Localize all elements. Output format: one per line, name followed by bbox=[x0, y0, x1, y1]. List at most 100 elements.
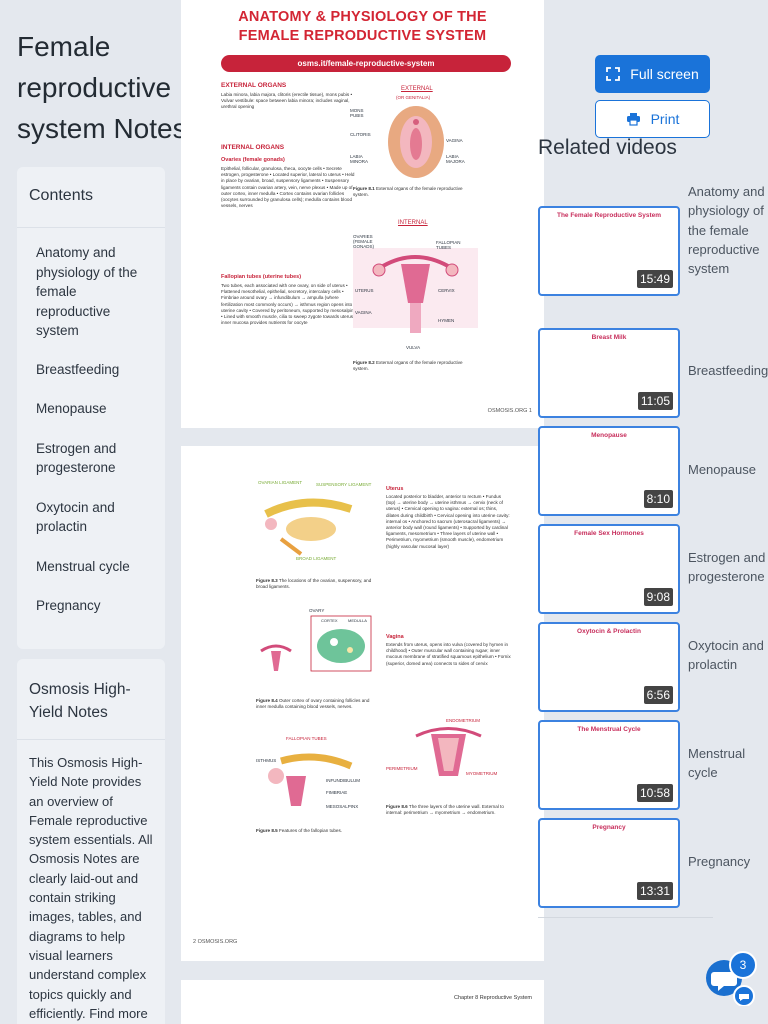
tubes-heading: Fallopian tubes (uterine tubes) bbox=[221, 274, 302, 280]
video-thumbnail[interactable]: Breast Milk 11:05 bbox=[538, 328, 680, 418]
ovaries-text: Epithelial, follicular, granulosa, theca… bbox=[221, 166, 355, 209]
related-video-item[interactable]: Pregnancy 13:31 Pregnancy bbox=[538, 818, 768, 908]
contents-item-oxytocin[interactable]: Oxytocin and prolactin bbox=[36, 499, 115, 535]
video-title[interactable]: Breastfeeding bbox=[688, 363, 768, 378]
figure-label: BROAD LIGAMENT bbox=[296, 556, 337, 561]
contents-panel: Contents Anatomy and physiology of the f… bbox=[17, 167, 165, 649]
related-video-item[interactable]: Female Sex Hormones 9:08 Estrogen and pr… bbox=[538, 524, 768, 614]
figure-caption: Figure 8.6 The three layers of the uteri… bbox=[386, 804, 506, 816]
figure-label: ENDOMETRIUM bbox=[446, 718, 480, 723]
high-yield-panel: Osmosis High-Yield Notes This Osmosis Hi… bbox=[17, 659, 165, 1024]
figure-label: MYOMETRIUM bbox=[466, 771, 498, 776]
divider bbox=[538, 917, 713, 918]
related-videos-heading: Related videos bbox=[538, 136, 677, 159]
chapter-label: Chapter 8 Reproductive System bbox=[454, 995, 532, 1001]
video-thumbnail[interactable]: The Menstrual Cycle 10:58 bbox=[538, 720, 680, 810]
figure-fallopian-tubes: FALLOPIAN TUBES ISTHMUS INFUNDIBULUM FIM… bbox=[256, 736, 376, 816]
thumbnail-title: Breast Milk bbox=[591, 334, 627, 341]
high-yield-heading: Osmosis High-Yield Notes bbox=[29, 681, 131, 721]
figure-number: Figure 8.3 bbox=[256, 578, 278, 583]
video-title[interactable]: Estrogen and progesterone bbox=[688, 550, 766, 585]
figure-label: HYMEN bbox=[438, 318, 455, 323]
figure-label: MONS PUBIS bbox=[350, 108, 364, 118]
ovaries-heading: Ovaries (female gonads) bbox=[221, 157, 285, 163]
contents-item-menopause[interactable]: Menopause bbox=[36, 401, 107, 416]
printer-icon bbox=[626, 113, 640, 126]
figure-caption-text: The locations of the ovarian, suspensory… bbox=[256, 578, 372, 589]
fullscreen-button[interactable]: Full screen bbox=[595, 55, 710, 93]
figure-label: INFUNDIBULUM bbox=[326, 778, 361, 783]
contents-list: Anatomy and physiology of the female rep… bbox=[36, 243, 148, 636]
video-duration: 15:49 bbox=[636, 270, 673, 288]
video-thumbnail[interactable]: Oxytocin & Prolactin 6:56 bbox=[538, 622, 680, 712]
figure-ligaments: OVARIAN LIGAMENT SUSPENSORY LIGAMENT BRO… bbox=[256, 480, 376, 564]
video-title[interactable]: Menstrual cycle bbox=[688, 746, 746, 781]
print-label: Print bbox=[650, 111, 680, 127]
thumbnail-title: The Female Reproductive System bbox=[556, 212, 662, 219]
external-organs-text: Labia minora, labia majora, clitoris (er… bbox=[221, 92, 353, 110]
video-title[interactable]: Anatomy and physiology of the female rep… bbox=[688, 184, 765, 277]
contents-item-anatomy[interactable]: Anatomy and physiology of the female rep… bbox=[36, 245, 138, 338]
tubes-text: Two tubes, each associated with one ovar… bbox=[221, 283, 356, 326]
video-thumbnail[interactable]: Female Sex Hormones 9:08 bbox=[538, 524, 680, 614]
uterus-heading: Uterus bbox=[386, 486, 404, 492]
figure-uterine-wall: ENDOMETRIUM PERIMETRIUM MYOMETRIUM bbox=[386, 716, 511, 796]
contents-item-estrogen[interactable]: Estrogen and progesterone bbox=[36, 440, 117, 476]
video-thumbnail[interactable]: The Female Reproductive System 15:49 bbox=[538, 206, 680, 296]
figure-label: FIMBRIAE bbox=[326, 790, 348, 795]
related-video-item[interactable]: The Menstrual Cycle 10:58 Menstrual cycl… bbox=[538, 720, 768, 810]
document-url-banner[interactable]: osms.it/female-reproductive-system bbox=[221, 55, 511, 72]
figure-number: Figure 8.6 bbox=[386, 804, 408, 809]
document-page-2: OVARIAN LIGAMENT SUSPENSORY LIGAMENT BRO… bbox=[181, 446, 544, 961]
figure-label: ISTHMUS bbox=[256, 758, 277, 763]
related-video-item[interactable]: Oxytocin & Prolactin 6:56 Oxytocin and p… bbox=[538, 622, 768, 712]
related-video-item[interactable]: Breast Milk 11:05 Breastfeeding bbox=[538, 328, 768, 418]
figure-external-organs: EXTERNAL (OR GENITALIA) MONS PUBIS CLITO… bbox=[350, 82, 476, 182]
video-duration: 11:05 bbox=[637, 392, 673, 410]
figure-internal-organs: INTERNAL OVARIES (FEMALE GONADS) FALLOPI… bbox=[353, 218, 478, 353]
contents-item-menstrual-cycle[interactable]: Menstrual cycle bbox=[36, 558, 130, 574]
figure-label: LABIA MAJORA bbox=[446, 154, 465, 164]
figure-caption: Figure 8.3 The locations of the ovarian,… bbox=[256, 578, 376, 590]
figure-label: MEDULLA bbox=[348, 618, 367, 623]
figure-label: CERVIX bbox=[438, 288, 455, 293]
figure-label: CORTEX bbox=[321, 618, 338, 623]
high-yield-description: This Osmosis High-Yield Note provides an… bbox=[29, 755, 153, 1021]
contents-item-breastfeeding[interactable]: Breastfeeding bbox=[36, 361, 120, 377]
external-genitalia-illustration bbox=[388, 106, 444, 178]
video-duration: 9:08 bbox=[643, 588, 673, 606]
figure-caption-text: The three layers of the uterine wall. Ex… bbox=[386, 804, 504, 815]
related-video-item[interactable]: The Female Reproductive System 15:49 Ana… bbox=[538, 184, 768, 296]
video-title[interactable]: Pregnancy bbox=[688, 854, 751, 869]
figure-label: EXTERNAL bbox=[401, 86, 433, 92]
chat-notification-badge: 3 bbox=[729, 951, 757, 979]
video-duration: 13:31 bbox=[636, 882, 673, 900]
figure-label: UTERUS bbox=[355, 288, 374, 293]
figure-label: FALLOPIAN TUBES bbox=[436, 240, 461, 250]
video-title[interactable]: Menopause bbox=[688, 462, 756, 477]
figure-number: Figure 8.1 bbox=[353, 186, 375, 191]
video-thumbnail[interactable]: Menopause 8:10 bbox=[538, 426, 680, 516]
video-duration: 6:56 bbox=[643, 686, 673, 704]
video-thumbnail[interactable]: Pregnancy 13:31 bbox=[538, 818, 680, 908]
figure-label: OVARIES (FEMALE GONADS) bbox=[353, 234, 375, 249]
figure-label: PERIMETRIUM bbox=[386, 766, 418, 771]
vagina-heading: Vagina bbox=[386, 634, 404, 640]
video-duration: 10:58 bbox=[636, 784, 673, 802]
figure-number: Figure 8.2 bbox=[353, 360, 375, 365]
figure-label: FALLOPIAN TUBES bbox=[286, 736, 327, 741]
ovary-illustration bbox=[260, 615, 372, 672]
section-heading-internal: INTERNAL ORGANS bbox=[221, 144, 285, 151]
figure-label: CLITORIS bbox=[350, 132, 371, 137]
uterine-wall-illustration bbox=[415, 727, 482, 776]
print-button[interactable]: Print bbox=[595, 100, 710, 138]
contents-item-pregnancy[interactable]: Pregnancy bbox=[36, 598, 101, 613]
contents-heading: Contents bbox=[29, 187, 94, 204]
uterus-text: Located posterior to bladder, anterior t… bbox=[386, 494, 510, 549]
document-title-line-2: FEMALE REPRODUCTIVE SYSTEM bbox=[238, 28, 487, 44]
video-title[interactable]: Oxytocin and prolactin bbox=[688, 638, 764, 673]
figure-label: SUSPENSORY LIGAMENT bbox=[316, 482, 372, 487]
fullscreen-icon bbox=[606, 67, 621, 81]
related-video-item[interactable]: Menopause 8:10 Menopause bbox=[538, 426, 768, 516]
figure-caption: Figure 8.1 External organs of the female… bbox=[353, 186, 473, 198]
